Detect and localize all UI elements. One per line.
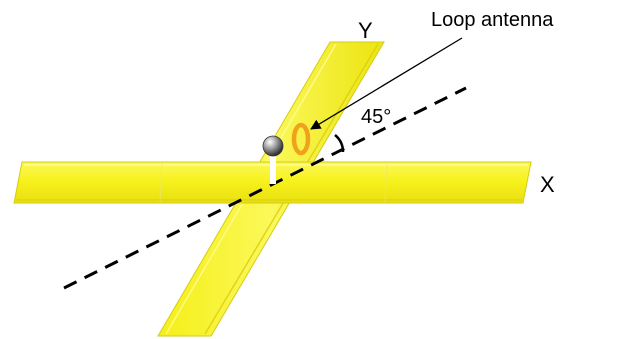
sphere-marker-icon [262, 135, 284, 157]
dashed-45-line [63, 86, 467, 290]
mast [270, 154, 276, 184]
arrow-pointer-icon [310, 37, 463, 130]
angle-label: 45° [361, 106, 391, 128]
x-beam-seam [384, 162, 388, 203]
angle-arc [334, 134, 345, 153]
antenna-label: Loop antenna [431, 9, 554, 31]
loop-antenna-icon [291, 122, 311, 156]
x-axis-label: X [540, 172, 555, 197]
y-axis-label: Y [358, 18, 373, 43]
x-beam-seam [159, 162, 163, 203]
